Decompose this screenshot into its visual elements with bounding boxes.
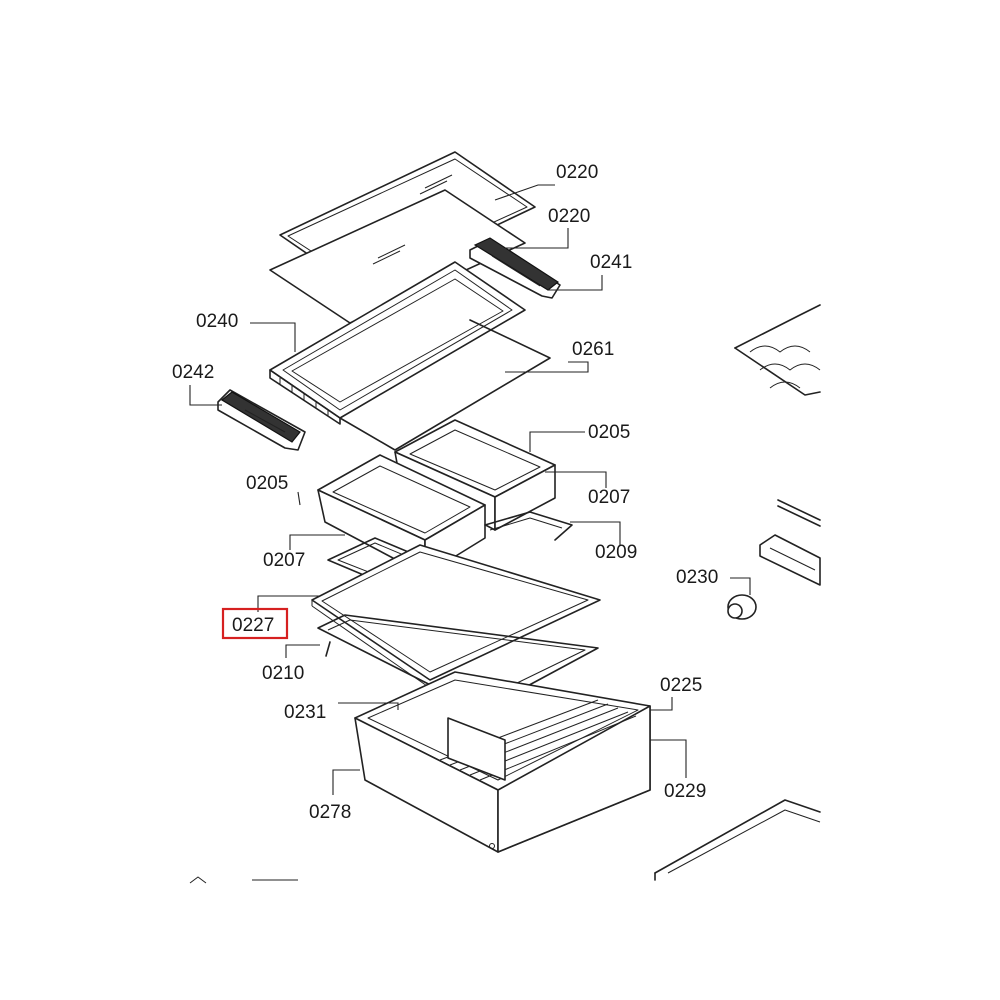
label-0205-left: 0205 bbox=[246, 473, 288, 494]
part-labels: 0220 0220 0241 0240 0261 0242 0205 0205 … bbox=[172, 162, 718, 823]
shelf-frame-0240 bbox=[269, 261, 526, 425]
roller-0230 bbox=[727, 594, 757, 620]
cover-plate-0261 bbox=[339, 319, 551, 451]
crisper-drawer-0229 bbox=[354, 671, 651, 853]
highlight-box-0227 bbox=[221, 607, 289, 640]
shelf-rail-0242 bbox=[217, 389, 306, 451]
glass-shelf-0227 bbox=[311, 544, 601, 689]
label-0220-top: 0220 bbox=[556, 162, 598, 183]
label-0278: 0278 bbox=[309, 802, 351, 823]
glass-shelf-0220-second bbox=[269, 189, 526, 324]
label-0241: 0241 bbox=[590, 252, 632, 273]
frame-front-detail bbox=[279, 378, 329, 416]
label-0220-second: 0220 bbox=[548, 206, 590, 227]
label-0261: 0261 bbox=[572, 339, 614, 360]
leader-lines bbox=[189, 184, 751, 795]
wine-rack-partial bbox=[734, 304, 821, 396]
label-0242: 0242 bbox=[172, 362, 214, 383]
label-0231: 0231 bbox=[284, 702, 326, 723]
label-0225: 0225 bbox=[660, 675, 702, 696]
shelf-rail-0241 bbox=[469, 237, 561, 299]
label-0207-left: 0207 bbox=[263, 550, 305, 571]
label-0205-right: 0205 bbox=[588, 422, 630, 443]
tray-partial-bottom-right bbox=[654, 799, 821, 881]
frame-0209 bbox=[484, 511, 573, 541]
rail-partial-lower bbox=[759, 534, 821, 586]
rail-partial-upper bbox=[777, 499, 821, 527]
label-0207-right: 0207 bbox=[588, 487, 630, 508]
label-0210: 0210 bbox=[262, 663, 304, 684]
label-0230: 0230 bbox=[676, 567, 718, 588]
label-0229: 0229 bbox=[664, 781, 706, 802]
label-0209: 0209 bbox=[595, 542, 637, 563]
label-0227: 0227 bbox=[232, 615, 274, 636]
cut-off-label-mark bbox=[189, 876, 298, 884]
label-0240: 0240 bbox=[196, 311, 238, 332]
